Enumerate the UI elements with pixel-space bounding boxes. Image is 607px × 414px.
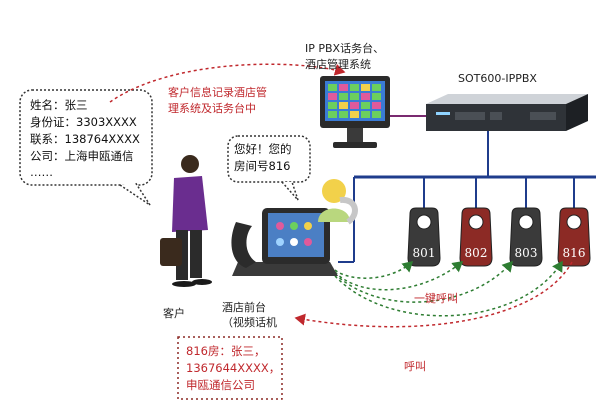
room-info-line3: 申瓯通信公司 xyxy=(186,378,255,392)
record-note-line2: 理系统及话务台中 xyxy=(168,102,256,115)
customer-info-name: 姓名：张三 xyxy=(30,98,88,112)
room-tag-number: 801 xyxy=(413,246,436,260)
customer-info-company: 公司：上海申瓯通信 xyxy=(30,149,134,163)
pbx-console-monitor xyxy=(320,76,390,148)
front-desk-label-line2: （视频话机 xyxy=(222,316,277,329)
greeting-line2: 房间号816 xyxy=(234,159,291,173)
room-tag-802: 802 xyxy=(459,207,493,267)
one-key-call-label: 一键呼叫 xyxy=(414,292,458,305)
pbx-console-label-line1: IP PBX话务台、 xyxy=(305,42,385,55)
room-info-box xyxy=(177,336,283,400)
record-note-line1: 客户信息记录酒店管 xyxy=(168,86,267,99)
one-key-arrow-803 xyxy=(334,260,513,303)
record-arrow xyxy=(109,63,346,103)
room-tag-number: 802 xyxy=(465,246,488,260)
room-tag-801: 801 xyxy=(407,207,441,267)
customer-person xyxy=(160,155,212,287)
ippbx-label: SOT600-IPPBX xyxy=(458,72,537,85)
pbx-console-label-line2: 酒店管理系统 xyxy=(305,58,371,71)
greeting-bubble xyxy=(227,135,311,201)
ippbx-device xyxy=(426,94,588,131)
room-tags: 801 802 803 816 xyxy=(407,207,591,267)
customer-info-id: 身份证：3303XXXX xyxy=(30,115,137,129)
call-arrow xyxy=(294,261,573,328)
video-phone xyxy=(231,208,338,276)
customer-label: 客户 xyxy=(163,307,185,320)
console-screen-grid xyxy=(328,84,381,118)
room-tag-816: 816 xyxy=(557,207,591,267)
greeting-line1: 您好！您的 xyxy=(234,142,292,156)
one-key-arrow-801 xyxy=(334,260,414,279)
receptionist-icon xyxy=(318,179,358,225)
room-tag-number: 803 xyxy=(515,246,538,260)
call-label: 呼叫 xyxy=(404,360,426,373)
customer-info-phone: 联系：138764XXXX xyxy=(30,132,140,146)
one-key-arrow-816 xyxy=(334,260,563,317)
front-desk-label-line1: 酒店前台 xyxy=(222,301,266,314)
room-tag-number: 816 xyxy=(563,246,586,260)
customer-info-bubble xyxy=(19,89,153,206)
customer-info-ellipsis: …… xyxy=(30,165,53,179)
room-info-line1: 816房：张三， xyxy=(186,344,266,358)
room-tag-803: 803 xyxy=(509,207,543,267)
one-key-arrow-802 xyxy=(334,261,464,291)
room-info-line2: 1367644XXXX， xyxy=(186,361,281,375)
